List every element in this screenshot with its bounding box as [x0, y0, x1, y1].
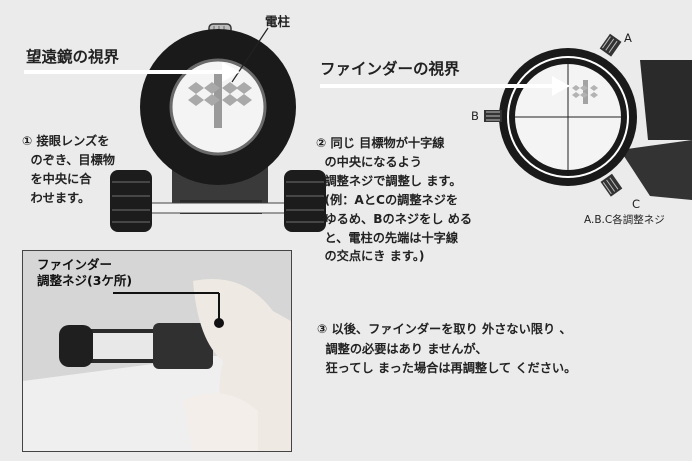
step-3-note: ③ 以後、ファインダーを取り 外さない限り 、 調整の必要はあり ませんが、 狂… — [317, 322, 577, 376]
pole-label: 電柱 — [265, 14, 291, 29]
screws-caption: A.B.C各調整ネジ — [584, 214, 665, 226]
finder-view-illustration — [320, 33, 692, 200]
screw-a-label: A — [624, 31, 632, 45]
finder-photo: ファインダー 調整ネジ(3ケ所) — [22, 250, 292, 452]
telescope-view-title: 望遠鏡の視界 — [26, 48, 120, 66]
screw-c-label: C — [632, 197, 641, 211]
step-2-instruction: ② 同じ 目標物が十字線 の中央になるよう 調整ネジで調整し ます。 (例：Aと… — [316, 136, 473, 264]
step-1-instruction: ① 接眼レンズを のぞき、目標物 を中央に合 わせます。 — [22, 134, 115, 205]
finder-view-title: ファインダーの視界 — [320, 60, 460, 78]
finder-photo-drawing — [23, 251, 291, 451]
photo-label: ファインダー 調整ネジ(3ケ所) — [37, 257, 133, 288]
telescope-view-illustration — [24, 23, 326, 232]
screw-b-label: B — [471, 109, 479, 123]
